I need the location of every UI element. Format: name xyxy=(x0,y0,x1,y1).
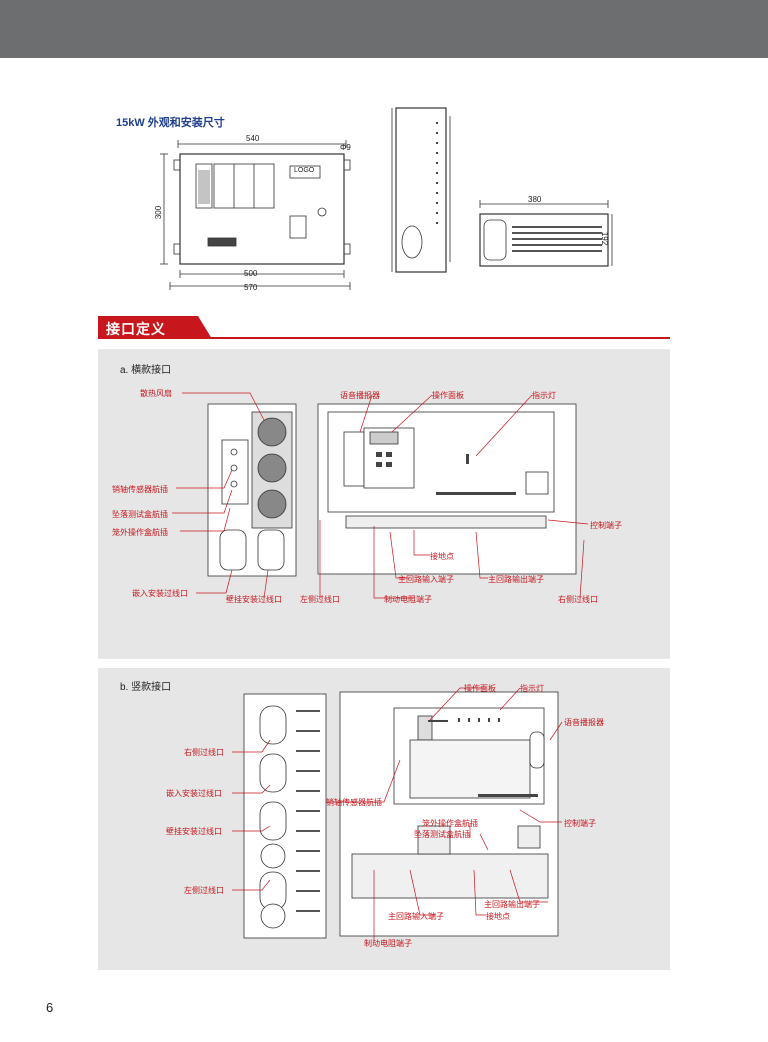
dim-width-570: 570 xyxy=(244,283,258,292)
side-view-drawing xyxy=(391,107,451,273)
section-title-text: 接口定义 xyxy=(106,321,166,337)
callout-b-right: 右侧过线口 xyxy=(184,748,224,757)
callout-b-embed: 嵌入安装过线口 xyxy=(166,789,222,798)
callout-indicator: 指示灯 xyxy=(532,391,556,400)
callout-b-op-panel: 操作面板 xyxy=(464,684,496,693)
callout-b-ctrl: 控制端子 xyxy=(564,819,596,828)
callout-fall-test: 坠落测试盒航插 xyxy=(112,510,168,519)
dim-width-380: 380 xyxy=(528,195,542,204)
callout-main-in: 主回路输入端子 xyxy=(398,575,454,584)
logo-label: LOGO xyxy=(294,167,315,174)
callout-ctrl: 控制端子 xyxy=(590,521,622,530)
callout-main-out: 主回路输出端子 xyxy=(488,575,544,584)
section-rule xyxy=(98,337,670,339)
callout-ground: 接地点 xyxy=(430,552,454,561)
callout-b-voice: 语音播报器 xyxy=(564,718,604,727)
callout-b-main-in: 主回路输入端子 xyxy=(388,912,444,921)
callout-hang: 壁挂安装过线口 xyxy=(226,595,282,604)
section-title-bg xyxy=(98,316,212,339)
front-view-drawing xyxy=(160,140,351,290)
spec-title: 15kW 外观和安装尺寸 xyxy=(116,117,225,129)
dim-hole-phi9: Φ9 xyxy=(340,143,351,152)
callout-b-indicator: 指示灯 xyxy=(520,684,544,693)
panel-b-title: b. 竖款接口 xyxy=(120,682,172,693)
callout-op-panel: 操作面板 xyxy=(432,391,464,400)
callout-b-left: 左侧过线口 xyxy=(184,886,224,895)
panel-a-title: a. 横款接口 xyxy=(120,365,172,376)
bottom-view-drawing xyxy=(479,200,613,267)
callout-cage-box: 笼外操作盒航插 xyxy=(112,528,168,537)
callout-right: 右侧过线口 xyxy=(558,595,598,604)
callout-b-ground: 接地点 xyxy=(486,912,510,921)
callout-b-pin-sensor: 销轴传感器航插 xyxy=(326,798,382,807)
panel-b-side-drawing xyxy=(243,693,327,939)
callout-b-fall-test: 坠落测试盒航插 xyxy=(414,830,470,839)
section-title: 接口定义 xyxy=(98,316,210,339)
callout-b-brake: 制动电阻端子 xyxy=(364,939,412,948)
callout-left: 左侧过线口 xyxy=(300,595,340,604)
callout-voice: 语音播报器 xyxy=(340,391,380,400)
callout-brake: 制动电阻端子 xyxy=(384,595,432,604)
panel-a-front-drawing xyxy=(317,403,577,575)
callout-b-main-out: 主回路输出端子 xyxy=(484,900,540,909)
panel-b-front-drawing xyxy=(339,691,559,937)
dim-width-540: 540 xyxy=(246,134,260,143)
callout-b-cage-box: 笼外操作盒航插 xyxy=(422,819,478,828)
callout-embed: 嵌入安装过线口 xyxy=(132,589,188,598)
panel-a-side-drawing xyxy=(207,403,297,577)
page-number: 6 xyxy=(46,1000,54,1015)
header-band xyxy=(0,0,768,58)
dim-width-500: 500 xyxy=(244,269,258,278)
callout-pin-sensor: 销轴传感器航插 xyxy=(112,485,168,494)
callout-fan: 散热风扇 xyxy=(140,389,172,398)
callout-b-hang: 壁挂安装过线口 xyxy=(166,827,222,836)
